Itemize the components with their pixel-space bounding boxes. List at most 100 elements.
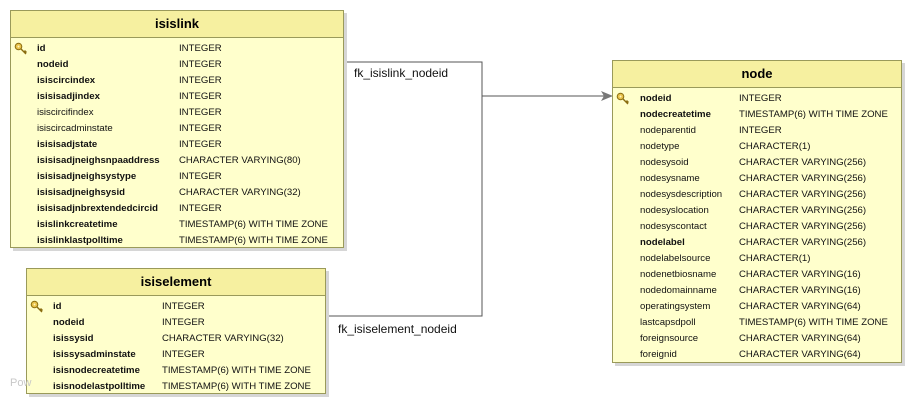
table-title: isiselement [27,269,325,296]
column-name: isiscircifindex [37,107,94,118]
fk-isiselement-line [326,96,483,317]
column-name: nodedomainname [640,285,717,296]
column-type: TIMESTAMP(6) WITH TIME ZONE [739,109,888,120]
table-row[interactable]: isislinkcreatetime TIMESTAMP(6) WITH TIME… [11,217,343,233]
column-type: CHARACTER(1) [739,253,811,264]
column-type: TIMESTAMP(6) WITH TIME ZONE [162,365,311,376]
watermark: Pow [10,377,32,389]
column-type: CHARACTER VARYING(32) [179,187,301,198]
column-type: INTEGER [162,317,205,328]
table-row[interactable]: lastcapsdpoll TIMESTAMP(6) WITH TIME ZONE [613,315,901,331]
column-type: CHARACTER VARYING(64) [739,333,861,344]
column-type: INTEGER [162,301,205,312]
column-name: nodesysdescription [640,189,723,200]
column-name: nodesysname [640,173,700,184]
column-name: operatingsystem [640,301,711,312]
table-row[interactable]: nodesysname CHARACTER VARYING(256) [613,171,901,187]
column-type: INTEGER [179,139,222,150]
table-row[interactable]: isiscircifindex INTEGER [11,105,343,121]
column-name: isisisadjnbrextendedcircid [37,203,159,214]
column-name: id [37,43,46,54]
column-name: nodeid [53,317,85,328]
table-row[interactable]: isisnodecreatetime TIMESTAMP(6) WITH TIME… [27,363,325,379]
column-name: id [53,301,62,312]
column-name: lastcapsdpoll [640,317,696,328]
column-name: nodelabel [640,237,685,248]
fk-isiselement-label: fk_isiselement_nodeid [338,322,457,336]
key-icon [30,300,44,314]
column-name: nodenetbiosname [640,269,717,280]
column-type: TIMESTAMP(6) WITH TIME ZONE [179,219,328,230]
table-row[interactable]: foreignid CHARACTER VARYING(64) [613,347,901,363]
column-name: isislinkcreatetime [37,219,118,230]
table-row[interactable]: id INTEGER [11,41,343,57]
column-name: isisnodecreatetime [53,365,140,376]
column-name: nodeid [640,93,672,104]
table-row[interactable]: nodenetbiosname CHARACTER VARYING(16) [613,267,901,283]
column-type: CHARACTER VARYING(64) [739,349,861,360]
column-name: foreignid [640,349,677,360]
column-type: CHARACTER VARYING(256) [739,221,867,232]
table-row[interactable]: nodelabel CHARACTER VARYING(256) [613,235,901,251]
column-name: isiscircindex [37,75,96,86]
column-type: INTEGER [179,59,222,70]
column-type: CHARACTER VARYING(16) [739,269,861,280]
column-type: INTEGER [179,171,222,182]
fk-isislink-line [344,61,613,101]
column-type: CHARACTER VARYING(256) [739,173,867,184]
table-row[interactable]: isisisadjneighsystype INTEGER [11,169,343,185]
column-type: INTEGER [179,91,222,102]
table-row[interactable]: isisisadjneighsysid CHARACTER VARYING(32) [11,185,343,201]
column-type: CHARACTER VARYING(256) [739,205,867,216]
table-row[interactable]: nodeid INTEGER [613,91,901,107]
table-row[interactable]: isisisadjstate INTEGER [11,137,343,153]
column-name: isisisadjneighsysid [37,187,125,198]
column-name: nodetype [640,141,680,152]
column-type: INTEGER [739,125,782,136]
column-type: INTEGER [739,93,782,104]
table-row[interactable]: id INTEGER [27,299,325,315]
column-type: CHARACTER VARYING(32) [162,333,284,344]
column-name: isisisadjstate [37,139,98,150]
column-name: nodesyscontact [640,221,707,232]
column-type: CHARACTER VARYING(256) [739,237,867,248]
table-row[interactable]: nodesyscontact CHARACTER VARYING(256) [613,219,901,235]
column-name: isisnodelastpolltime [53,381,146,392]
table-row[interactable]: nodeid INTEGER [11,57,343,73]
column-name: isisisadjneighsystype [37,171,137,182]
column-type: INTEGER [179,43,222,54]
column-name: nodeid [37,59,69,70]
column-type: INTEGER [179,107,222,118]
table-title: node [613,61,901,88]
key-icon [14,42,28,56]
table-row[interactable]: nodeid INTEGER [27,315,325,331]
fk-isislink-label: fk_isislink_nodeid [354,66,449,80]
table-title: isislink [11,11,343,38]
column-type: TIMESTAMP(6) WITH TIME ZONE [739,317,888,328]
column-name: nodesysoid [640,157,689,168]
column-name: isislinklastpolltime [37,235,123,246]
